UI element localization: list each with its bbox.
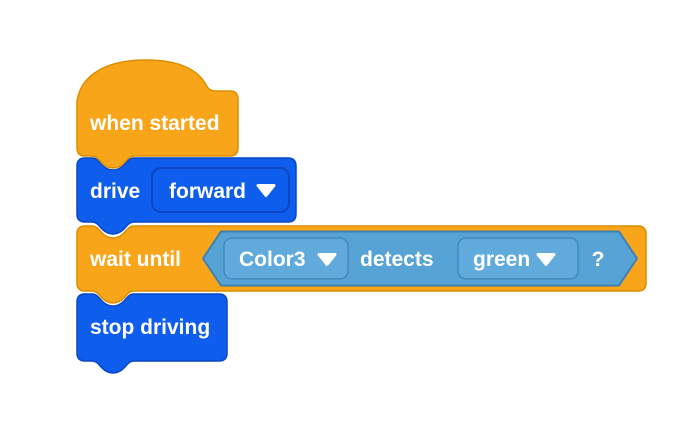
dropdown-arrow-icon[interactable] (536, 253, 556, 266)
detects-label: detects (360, 248, 434, 271)
direction-dropdown-field[interactable] (151, 167, 290, 213)
block-stop-driving[interactable]: stop driving (76, 293, 228, 374)
dropdown-arrow-icon[interactable] (317, 253, 337, 266)
drive-label: drive (90, 180, 140, 203)
color-dropdown[interactable]: green (457, 237, 579, 280)
block-wait-until[interactable]: wait until Color3 detects green ? (76, 225, 647, 304)
dropdown-arrow-icon[interactable] (256, 184, 276, 197)
sensor-dropdown[interactable]: Color3 (223, 237, 349, 280)
color-dropdown-field[interactable] (457, 237, 579, 280)
block-drive[interactable]: drive forward (76, 157, 297, 235)
stop-driving-label: stop driving (90, 316, 210, 339)
block-when-started[interactable]: when started (76, 59, 239, 169)
sensor-dropdown-field[interactable] (223, 237, 349, 280)
sensor-dropdown-value: Color3 (239, 248, 306, 271)
when-started-shape[interactable] (76, 59, 239, 169)
question-mark-label: ? (592, 248, 605, 271)
color-dropdown-value: green (473, 248, 530, 271)
direction-dropdown[interactable]: forward (151, 167, 290, 213)
boolean-condition-block[interactable]: Color3 detects green ? (202, 230, 638, 287)
stop-driving-shape[interactable] (76, 293, 228, 374)
direction-dropdown-value: forward (169, 180, 246, 203)
when-started-label: when started (89, 112, 220, 135)
wait-until-label: wait until (89, 248, 181, 271)
